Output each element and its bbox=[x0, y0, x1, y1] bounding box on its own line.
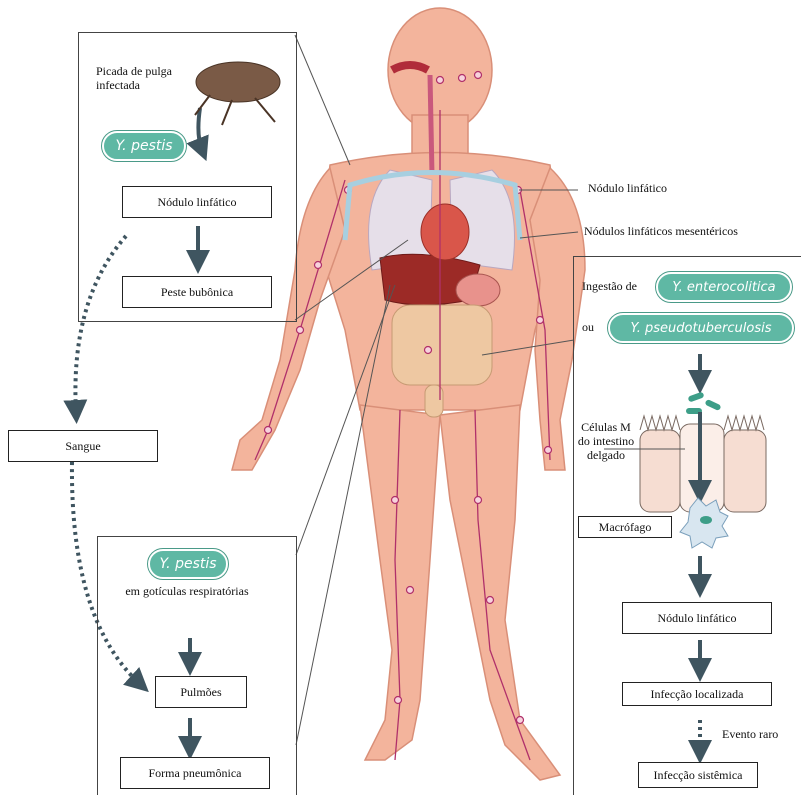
mesenteric-nodes-label: Nódulos linfáticos mesentéricos bbox=[584, 224, 738, 238]
systemic-infection-box: Infecção sistêmica bbox=[638, 762, 758, 788]
flea-bite-caption: Picada de pulga infectada bbox=[96, 64, 196, 92]
heart bbox=[421, 204, 469, 260]
y-pseudotuberculosis-pill: Y. pseudotuberculosis bbox=[608, 313, 794, 343]
y-pestis-pill-flea: Y. pestis bbox=[102, 131, 186, 161]
lymph-node-box-ingestion: Nódulo linfático bbox=[622, 602, 772, 634]
lungs-box: Pulmões bbox=[155, 676, 247, 708]
blood-box: Sangue bbox=[8, 430, 158, 462]
or-label: ou bbox=[582, 320, 594, 334]
y-pestis-pill-droplet: Y. pestis bbox=[148, 549, 228, 579]
stomach bbox=[456, 274, 500, 306]
localized-infection-box: Infecção localizada bbox=[622, 682, 772, 706]
lymph-node-label: Nódulo linfático bbox=[588, 181, 667, 195]
y-enterocolitica-pill: Y. enterocolitica bbox=[656, 272, 792, 302]
bubonic-plague-box: Peste bubônica bbox=[122, 276, 272, 308]
macrophage-box: Macrófago bbox=[578, 516, 672, 538]
droplet-caption: em gotículas respiratórias bbox=[124, 584, 250, 598]
pneumonic-form-box: Forma pneumônica bbox=[120, 757, 270, 789]
lymph-node-box-flea: Nódulo linfático bbox=[122, 186, 272, 218]
ingestion-prefix: Ingestão de bbox=[582, 279, 637, 293]
m-cells-label: Células M do intestino delgado bbox=[574, 420, 638, 462]
trachea bbox=[430, 75, 432, 175]
rare-event-label: Evento raro bbox=[722, 727, 778, 741]
